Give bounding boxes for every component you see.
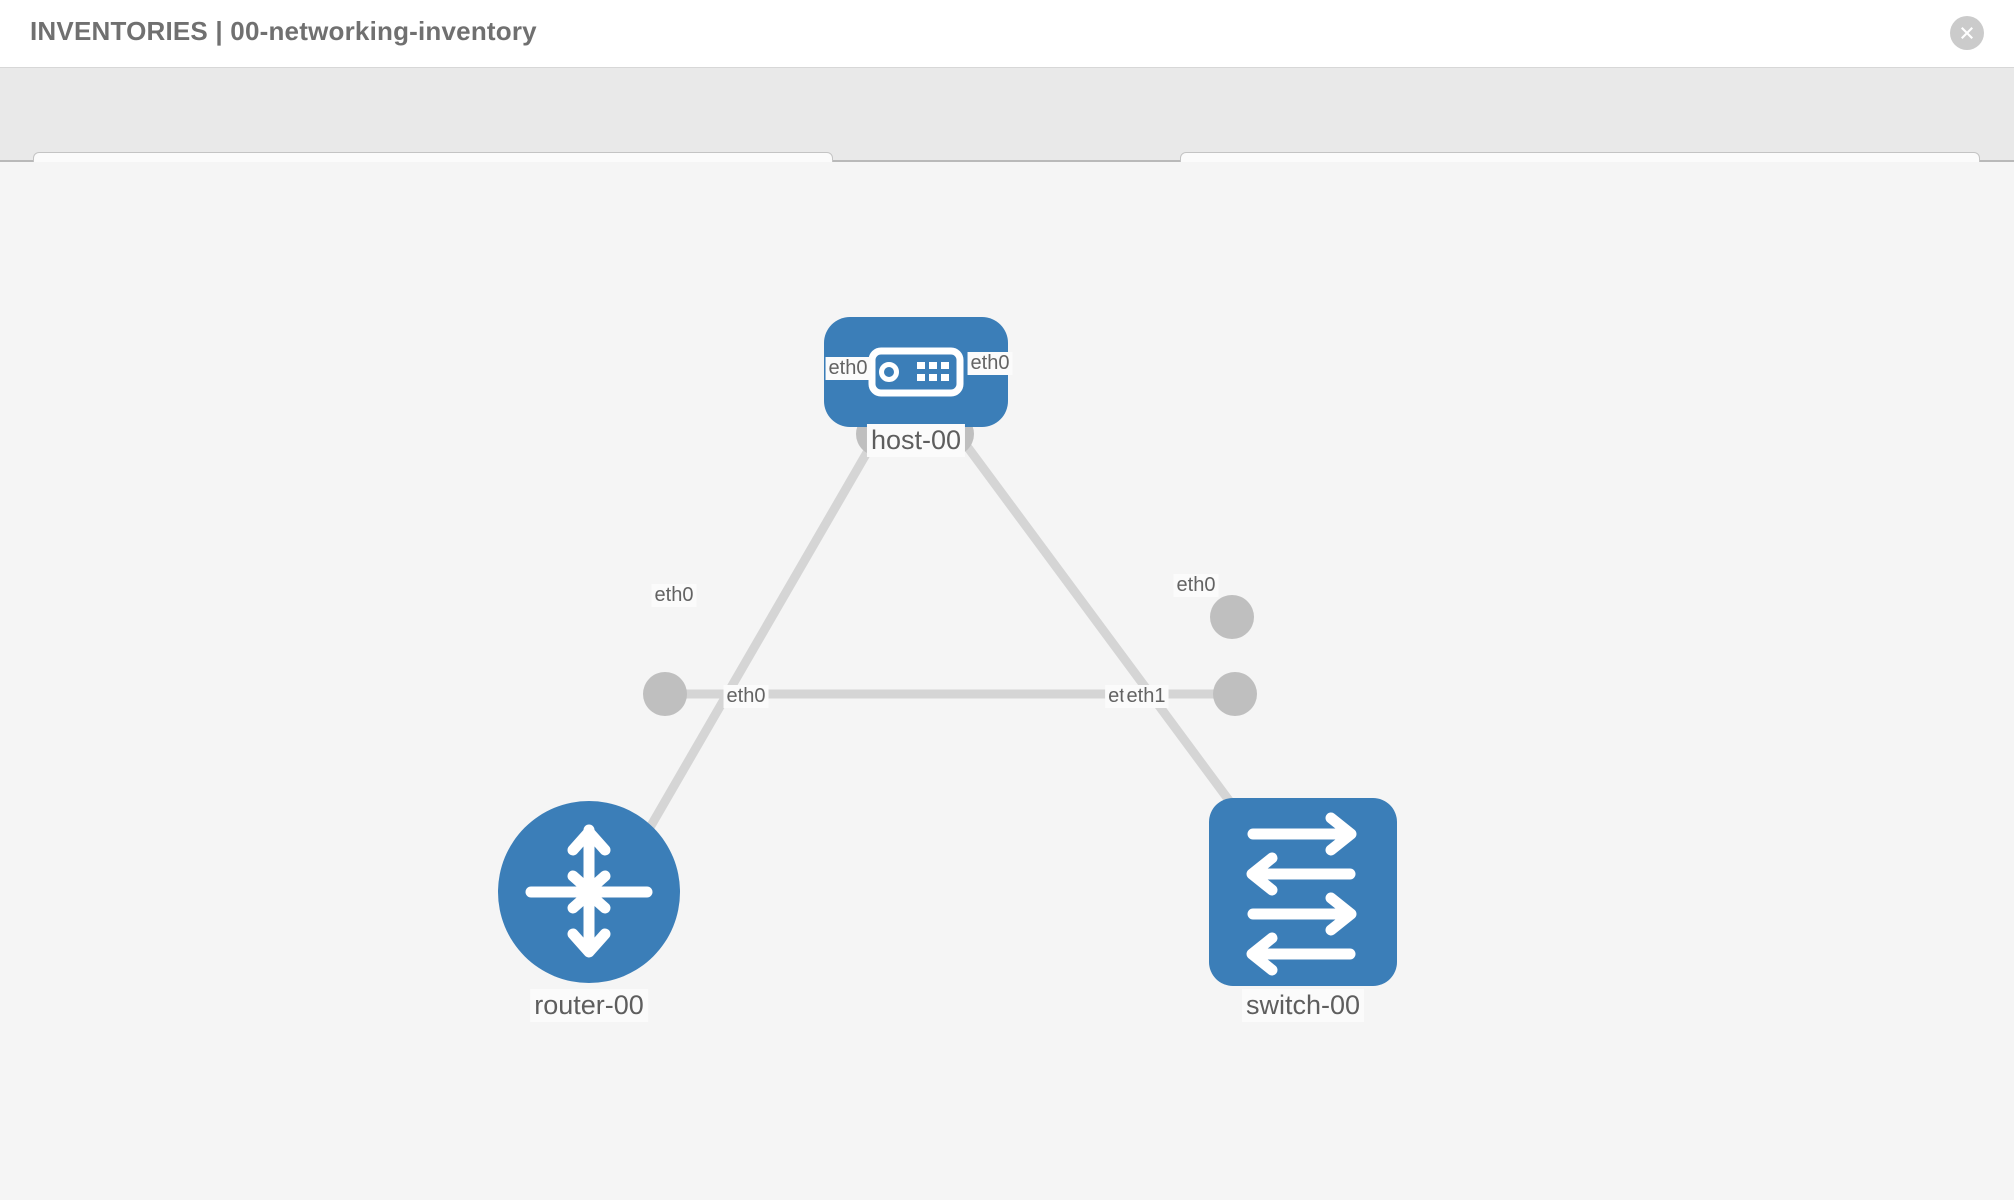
node-label-host-00: host-00 <box>866 424 966 457</box>
topology-canvas[interactable]: eth0 eth0 eth0 eth0 eth0 eth eth1 host-0… <box>0 162 2014 1200</box>
topology-graph <box>498 317 1397 986</box>
switch-arrows-icon <box>1246 812 1357 976</box>
iface-label-switch00-north: eth0 <box>1173 574 1219 597</box>
node-label-switch-00: switch-00 <box>1241 989 1365 1022</box>
iface-label-switch00-west-b: eth1 <box>1123 685 1169 708</box>
node-host-00 <box>824 317 1008 427</box>
server-icon <box>868 347 964 397</box>
link-host00-switch00 <box>951 427 1249 825</box>
iface-label-router00-east: eth0 <box>723 685 769 708</box>
node-router-00 <box>498 801 680 983</box>
iface-label-host00-left: eth0 <box>825 357 871 380</box>
link-host00-router00 <box>626 427 884 865</box>
connector-router00-east <box>643 672 687 716</box>
close-icon[interactable] <box>1950 16 1984 50</box>
toolbar: ACTIONS SEARCH <box>0 68 2014 210</box>
router-arrows-icon <box>525 824 653 958</box>
iface-label-router00-north: eth0 <box>651 584 697 607</box>
topology-links <box>626 427 1249 865</box>
iface-label-host00-right: eth0 <box>967 352 1013 375</box>
connector-switch00-nw <box>1210 595 1254 639</box>
connector-switch00-west <box>1213 672 1257 716</box>
page-title: INVENTORIES | 00-networking-inventory <box>30 16 537 46</box>
page-header: INVENTORIES | 00-networking-inventory <box>0 0 2014 68</box>
node-switch-00 <box>1209 798 1397 986</box>
node-label-router-00: router-00 <box>530 989 648 1022</box>
link-connectors <box>643 412 1257 716</box>
